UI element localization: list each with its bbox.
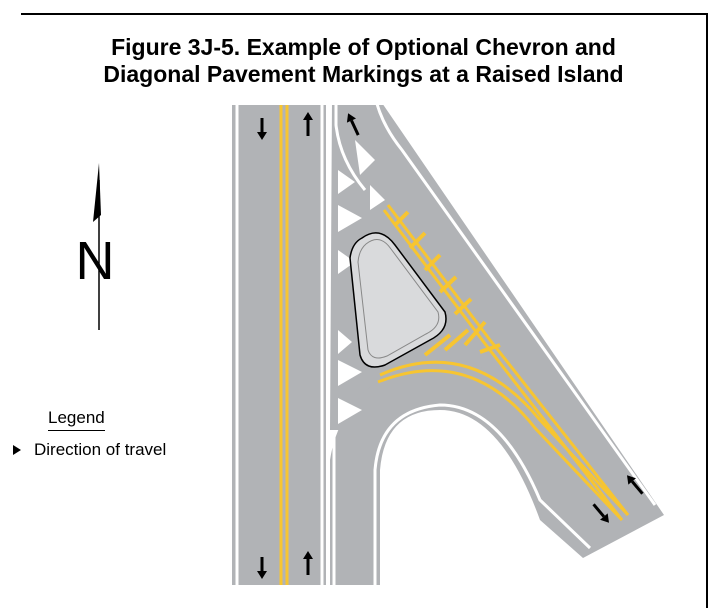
figure-title-line-1: Figure 3J-5. Example of Optional Chevron… (111, 34, 616, 60)
direction-arrows (257, 112, 644, 579)
diagonal-inner-edge-line (334, 105, 367, 191)
figure-title: Figure 3J-5. Example of Optional Chevron… (21, 34, 706, 88)
white-chevron-markings (338, 140, 385, 424)
white-chevron (370, 185, 385, 210)
yellow-hatch (438, 275, 458, 294)
yellow-hatch (423, 333, 452, 357)
north-label: N (76, 231, 115, 291)
white-chevron (338, 360, 362, 386)
curve-centerline-a (379, 360, 630, 517)
figure-title-line-2: Diagonal Pavement Markings at a Raised I… (103, 61, 624, 87)
direction-arrow-icon (592, 503, 609, 523)
yellow-hatch (453, 297, 473, 316)
curve-centerline-b (377, 369, 624, 522)
white-chevron (338, 330, 352, 354)
direction-arrow-icon (303, 112, 313, 136)
yellow-diagonal-markings (393, 210, 501, 357)
legend-item-direction: Direction of travel (13, 440, 166, 460)
yellow-hatch (463, 320, 487, 347)
yellow-hatch (393, 210, 410, 227)
white-chevron (338, 250, 355, 274)
yellow-hatch (423, 253, 442, 272)
curved-connector-road (330, 357, 583, 585)
direction-arrow-icon (257, 557, 267, 579)
white-chevron (338, 205, 362, 232)
direction-arrow-icon (627, 475, 644, 495)
yellow-hatch (408, 231, 427, 250)
frame-top-border (21, 13, 708, 15)
raised-island (349, 232, 447, 368)
diagonal-centerline-b (382, 209, 624, 521)
north-arrow-icon (93, 163, 101, 330)
straight-road (232, 105, 326, 585)
direction-arrow-icon (303, 551, 313, 575)
legend-heading: Legend (48, 408, 105, 431)
pavement-group (232, 105, 664, 585)
direction-arrow-icon (257, 118, 267, 140)
white-chevron (338, 398, 362, 424)
legend-item-label: Direction of travel (34, 440, 167, 459)
direction-arrow-icon (13, 445, 21, 455)
direction-arrow-icon (346, 113, 360, 136)
raised-island-inner-edge (357, 239, 440, 359)
yellow-hatch (443, 328, 470, 352)
curve-outer-edge-line (373, 403, 592, 585)
white-chevron (355, 140, 375, 175)
diagonal-outer-edge-line (375, 105, 657, 506)
white-chevron (338, 170, 355, 194)
diagonal-centerline-a (386, 204, 630, 516)
yellow-hatch (479, 343, 501, 354)
diagonal-road (330, 105, 664, 558)
frame-right-border (706, 13, 708, 608)
